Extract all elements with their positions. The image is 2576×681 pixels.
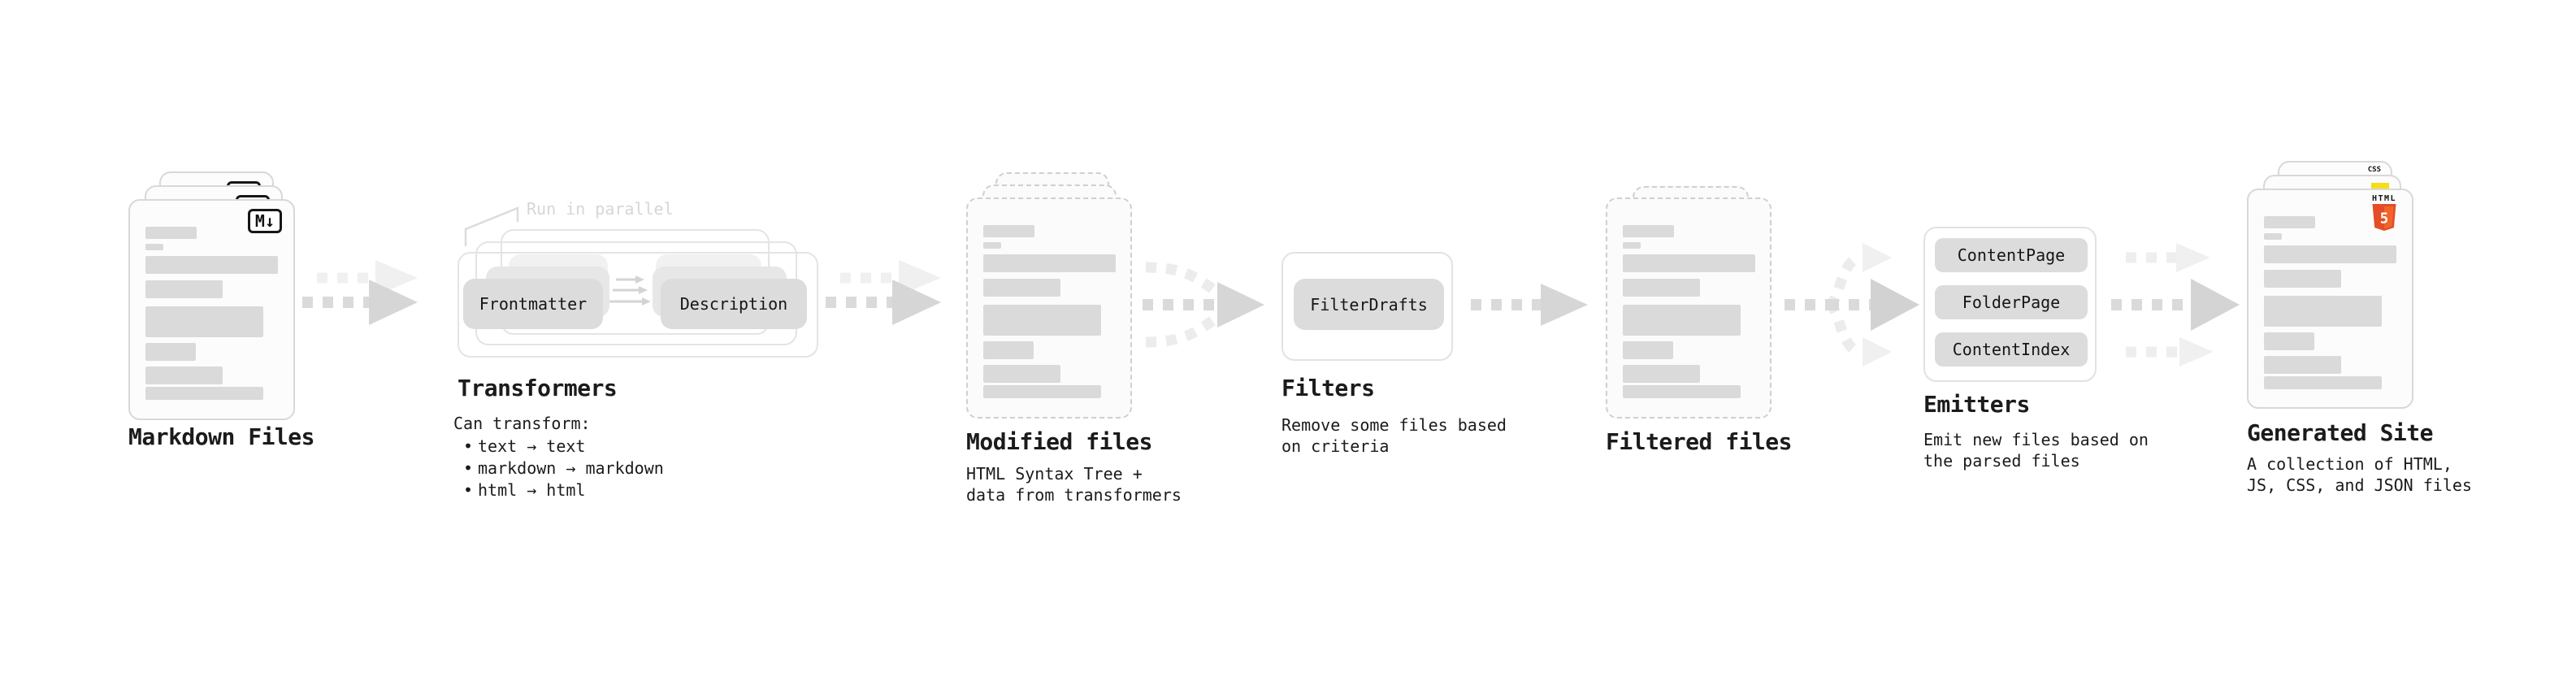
run-in-parallel-annotation: Run in parallel [527,199,674,219]
triple-flow-arrow-icon [2111,243,2240,367]
annotation-leader-line [464,206,519,246]
doc-text-bar [983,365,1060,383]
doc-text-bar [983,225,1034,237]
filtered-file-card-front [1606,197,1772,419]
generated-file-card-front: HTML 5 [2247,189,2413,409]
contentpage-label: ContentPage [1957,245,2066,265]
stage-title-markdown-files: Markdown Files [128,423,315,450]
doc-text-bar [983,385,1101,398]
doc-content-bars [968,199,1130,417]
doc-text-bar [145,244,163,250]
transformer-run-box-front [458,252,818,358]
doc-text-bar [145,367,223,384]
modified-file-card-front [966,197,1132,419]
stage-title-generated-site: Generated Site [2247,419,2434,446]
markdown-icon: M↓ [247,209,282,233]
doc-text-bar [145,280,223,298]
doc-text-bar [2264,216,2315,228]
folderpage-label: FolderPage [1962,293,2061,312]
transformers-bullet-list: text → text markdown → markdown html → h… [462,436,664,501]
doc-text-bar [1623,365,1700,383]
doc-text-bar [2264,296,2382,327]
doc-text-bar [1623,385,1741,398]
description-label: Description [679,294,788,314]
bullet-item: markdown → markdown [462,458,664,479]
doc-text-bar [1623,242,1641,249]
filterdrafts-box: FilterDrafts [1294,279,1444,330]
flow-arrow-icon [302,260,418,325]
doc-text-bar [145,387,263,400]
bullet-item: html → html [462,479,664,501]
doc-text-bar [2264,356,2341,374]
doc-text-bar [983,254,1116,272]
doc-text-bar [2264,270,2341,288]
html5-wordmark: HTML [2371,194,2397,203]
bullet-item: text → text [462,436,664,458]
flow-arrow-icon [1471,284,1588,326]
contentindex-emitter-box: ContentIndex [1935,332,2088,367]
diverging-flow-arrow-icon [1785,243,1919,367]
doc-text-bar [145,256,278,274]
flow-arrow-icon [826,260,941,325]
modified-files-description: HTML Syntax Tree + data from transformer… [966,464,1182,505]
doc-content-bars [2249,190,2412,407]
doc-text-bar [1623,305,1741,336]
stage-title-filters: Filters [1281,375,1375,401]
stage-title-filtered-files: Filtered files [1606,428,1793,455]
doc-text-bar [145,306,263,337]
contentpage-emitter-box: ContentPage [1935,238,2088,272]
emitters-description: Emit new files based on the parsed files [1923,430,2149,471]
doc-text-bar [983,305,1101,336]
doc-text-bar [1623,225,1674,237]
doc-text-bar [2264,245,2396,263]
generated-site-description: A collection of HTML, JS, CSS, and JSON … [2247,454,2472,495]
frontmatter-label: Frontmatter [479,294,588,314]
contentindex-label: ContentIndex [1952,340,2071,359]
doc-text-bar [145,343,196,361]
doc-text-bar [1623,279,1700,297]
filters-description: Remove some files based on criteria [1281,415,1507,456]
transformers-description: Can transform: [453,414,591,433]
doc-text-bar [1623,341,1673,359]
stage-title-modified-files: Modified files [966,428,1153,455]
doc-text-bar [2264,376,2382,389]
doc-text-bar [145,227,197,239]
filterdrafts-label: FilterDrafts [1310,294,1428,314]
html5-icon: HTML 5 [2365,195,2404,234]
doc-text-bar [983,242,1001,249]
converging-flow-arrow-icon [1143,262,1264,348]
frontmatter-transformer-box: Frontmatter [463,279,603,329]
folderpage-emitter-box: FolderPage [1935,285,2088,319]
doc-text-bar [983,279,1060,297]
doc-text-bar [2264,332,2314,350]
stage-title-emitters: Emitters [1923,391,2030,418]
doc-content-bars [130,201,293,419]
parallel-arrows-icon [609,275,651,306]
doc-text-bar [983,341,1034,359]
doc-text-bar [1623,254,1755,272]
stage-title-transformers: Transformers [458,375,618,401]
description-transformer-box: Description [661,279,807,329]
doc-content-bars [1607,199,1770,417]
html5-shield: 5 [2372,204,2396,231]
svg-text:5: 5 [2380,210,2388,227]
markdown-file-card-front: M↓ [128,199,295,420]
doc-text-bar [2264,233,2282,240]
